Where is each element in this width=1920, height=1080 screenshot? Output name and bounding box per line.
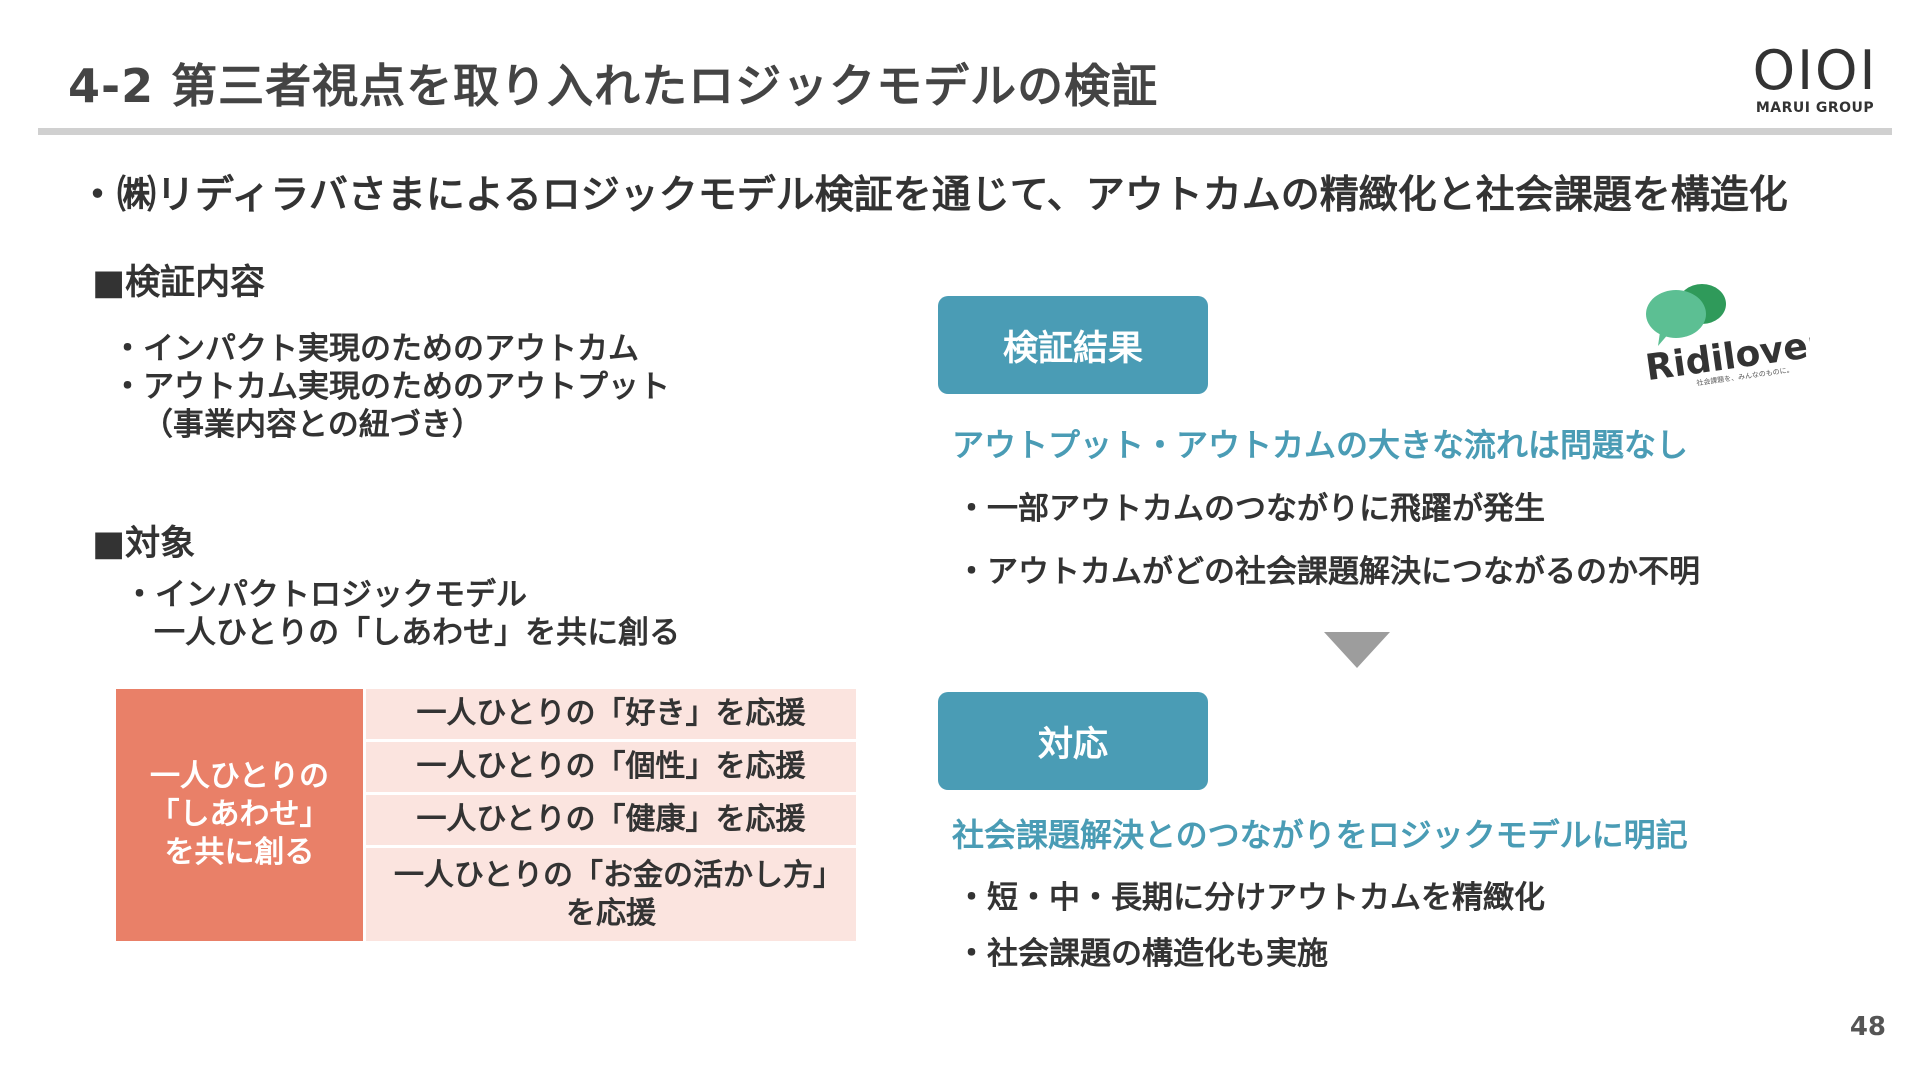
matrix-root-cell: 一人ひとりの 「しあわせ」 を共に創る bbox=[116, 689, 363, 941]
logo-subtext: MARUI GROUP bbox=[1755, 100, 1875, 116]
down-arrow-icon bbox=[1324, 632, 1390, 668]
result-item: ・一部アウトカムのつながりに飛躍が発生 bbox=[956, 491, 1545, 527]
response-item: ・短・中・長期に分けアウトカムを精緻化 bbox=[956, 880, 1545, 916]
marui-group-logo: OIOI MARUI GROUP bbox=[1740, 39, 1890, 117]
target-subitem: 一人ひとりの「しあわせ」を共に創る bbox=[154, 615, 681, 651]
matrix-row-label: 一人ひとりの「好き」を応援 bbox=[416, 696, 806, 731]
ridilover-bubbles-icon: Ridilover 社会課題を、みんなのものに。 bbox=[1643, 284, 1828, 389]
matrix-row: 一人ひとりの「お金の活かし方」を応援 bbox=[366, 848, 856, 941]
verification-item: ・インパクト実現のためのアウトカム bbox=[112, 331, 639, 367]
result-item: ・アウトカムがどの社会課題解決につながるのか不明 bbox=[956, 554, 1700, 590]
verification-note: （事業内容との紐づき） bbox=[142, 407, 483, 443]
lead-bullet: ・㈱リディラバさまによるロジックモデル検証を通じて、アウトカムの精緻化と社会課題… bbox=[78, 173, 1788, 218]
verification-heading: ■検証内容 bbox=[92, 263, 266, 303]
response-item: ・社会課題の構造化も実施 bbox=[956, 936, 1328, 972]
matrix-row: 一人ひとりの「好き」を応援 bbox=[366, 689, 856, 739]
impact-matrix: 一人ひとりの 「しあわせ」 を共に創る 一人ひとりの「好き」を応援 一人ひとりの… bbox=[116, 689, 856, 941]
response-tag: 対応 bbox=[938, 692, 1208, 790]
matrix-row: 一人ひとりの「個性」を応援 bbox=[366, 742, 856, 792]
logo-mark: OIOI bbox=[1752, 39, 1878, 102]
verification-item: ・アウトカム実現のためのアウトプット bbox=[112, 369, 670, 405]
matrix-row: 一人ひとりの「健康」を応援 bbox=[366, 795, 856, 845]
matrix-row-label: 一人ひとりの「個性」を応援 bbox=[416, 749, 806, 784]
slide-title: 4-2 第三者視点を取り入れたロジックモデルの検証 bbox=[68, 59, 1159, 113]
result-headline: アウトプット・アウトカムの大きな流れは問題なし bbox=[952, 426, 1689, 464]
matrix-row-label: 一人ひとりの「健康」を応援 bbox=[416, 802, 806, 837]
target-heading: ■対象 bbox=[92, 524, 196, 564]
matrix-row-label: 一人ひとりの「お金の活かし方」を応援 bbox=[393, 857, 829, 931]
title-divider bbox=[38, 128, 1892, 135]
target-item: ・インパクトロジックモデル bbox=[124, 577, 527, 613]
response-headline: 社会課題解決とのつながりをロジックモデルに明記 bbox=[952, 816, 1688, 854]
result-tag: 検証結果 bbox=[938, 296, 1208, 394]
ridilover-logo: Ridilover 社会課題を、みんなのものに。 bbox=[1640, 284, 1828, 394]
page-number: 48 bbox=[1849, 1012, 1886, 1042]
